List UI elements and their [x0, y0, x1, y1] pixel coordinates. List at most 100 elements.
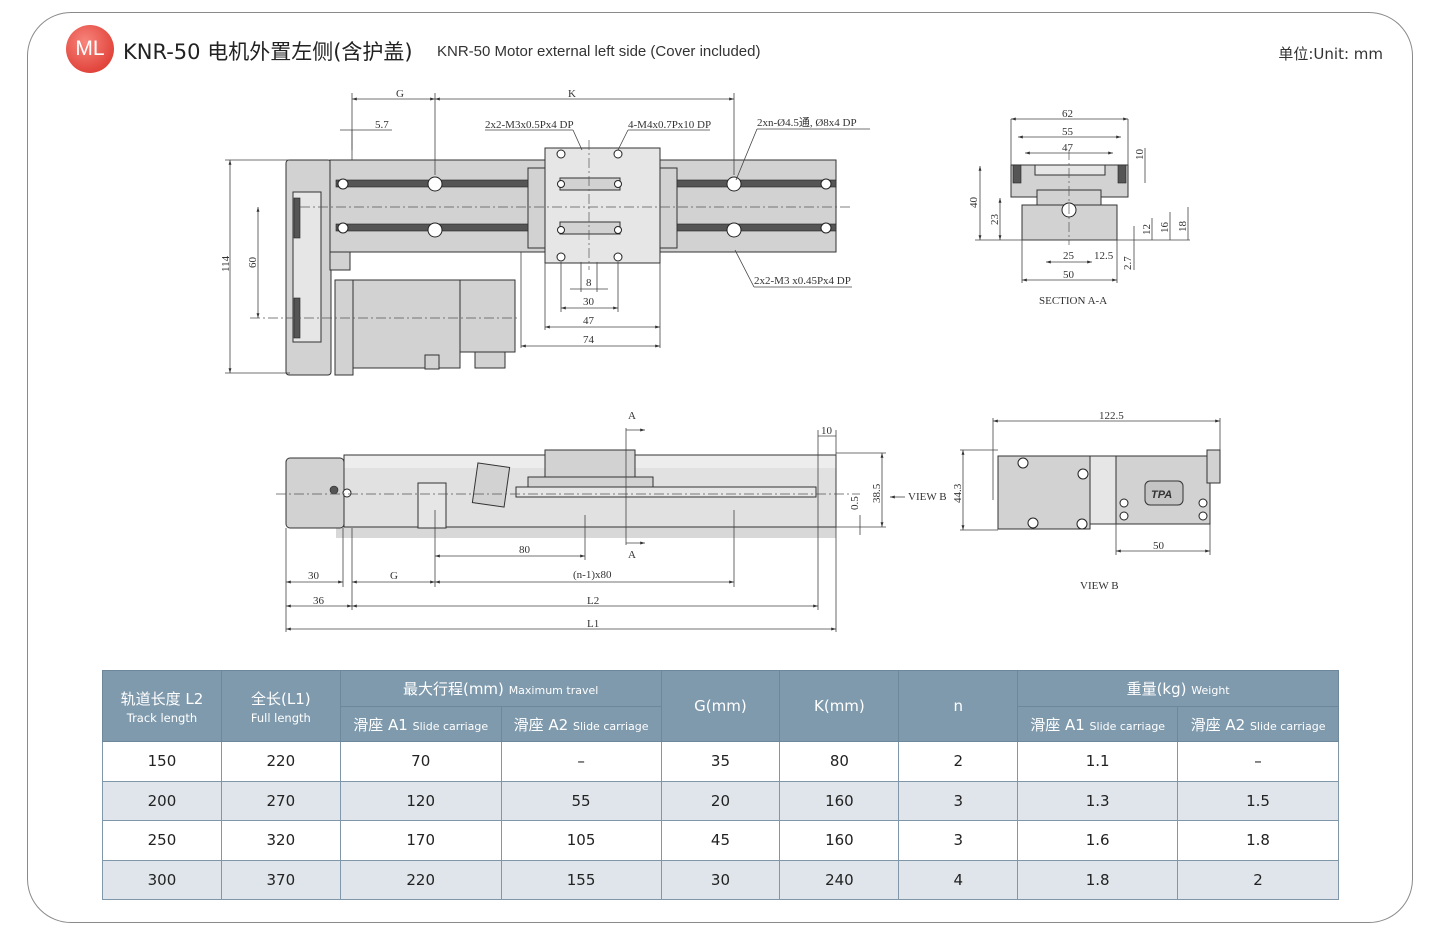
callout-m3-bottom: 2x2-M3 x0.45Px4 DP [754, 275, 851, 287]
table-cell: 1.1 [1017, 741, 1179, 782]
table-cell: 2 [898, 741, 1019, 782]
view-b: TPA 122.5 44.3 50 VIEW B [952, 410, 1221, 592]
view-b-caption: VIEW B [1080, 580, 1119, 592]
table-cell: 120 [339, 780, 502, 821]
side-dim-36: 36 [313, 595, 325, 607]
callout-m3-top: 2x2-M3x0.5Px4 DP [485, 119, 574, 131]
callout-through-hole: 2xn-Ø4.5通, Ø8x4 DP [757, 116, 857, 129]
sec-dim-12-5: 12.5 [1094, 250, 1114, 262]
sec-dim-23: 23 [989, 214, 1001, 226]
dim-5-7: 5.7 [375, 119, 389, 131]
sec-dim-10: 10 [1134, 149, 1146, 161]
sec-dim-40: 40 [968, 197, 980, 209]
table-cell: – [1177, 741, 1339, 782]
table-cell: 220 [339, 859, 502, 900]
side-dim-0-5: 0.5 [849, 496, 861, 510]
vb-dim-50: 50 [1153, 540, 1165, 552]
table-cell: 270 [220, 780, 341, 821]
table-cell: 3 [898, 820, 1019, 861]
sec-dim-25: 25 [1063, 250, 1075, 262]
side-dim-n-80: (n-1)x80 [573, 569, 612, 581]
header-n: n [898, 670, 1019, 742]
table-cell: 4 [898, 859, 1019, 900]
side-dim-l1: L1 [587, 618, 599, 630]
page-frame [27, 12, 1413, 923]
table-cell: 1.8 [1177, 820, 1339, 861]
page-title-en: KNR-50 Motor external left side (Cover i… [437, 43, 761, 60]
side-dim-g: G [390, 570, 398, 582]
table-cell: 1.5 [1177, 780, 1339, 821]
table-cell: 35 [660, 741, 781, 782]
header-full-length: 全长(L1)Full length [220, 670, 341, 742]
table-cell: 155 [500, 859, 662, 900]
table-cell: 220 [220, 741, 341, 782]
sec-dim-62: 62 [1062, 108, 1073, 120]
header-weight-a2: 滑座 A2 Slide carriage [1177, 706, 1339, 742]
table-cell: 55 [500, 780, 662, 821]
sec-dim-16: 16 [1159, 222, 1171, 234]
unit-label: 单位:Unit: mm [1278, 45, 1383, 63]
side-dim-l2: L2 [587, 595, 599, 607]
header-max-travel: 最大行程(mm) Maximum travel [339, 670, 662, 707]
technical-drawing: G K 5.7 2x2-M3x0.5Px4 DP 4-M4x0.7Px10 DP… [220, 88, 1221, 632]
view-b-mark: VIEW B [908, 491, 947, 503]
side-dim-10: 10 [821, 425, 833, 437]
table-cell: 150 [102, 741, 222, 782]
page-title-cn: KNR-50 电机外置左侧(含护盖) [123, 40, 413, 64]
table-cell: 20 [660, 780, 781, 821]
side-view: A A 10 38.5 0.5 VIEW B 80 30 G (n-1)x80 … [276, 410, 947, 632]
table-cell: 1.3 [1017, 780, 1179, 821]
dim-114: 114 [220, 255, 232, 272]
header-g: G(mm) [660, 670, 781, 742]
dim-47: 47 [583, 315, 595, 327]
table-cell: 30 [660, 859, 781, 900]
dim-g: G [396, 88, 404, 100]
dim-74: 74 [583, 334, 595, 346]
top-view: G K 5.7 2x2-M3x0.5Px4 DP 4-M4x0.7Px10 DP… [220, 88, 870, 376]
table-cell: 45 [660, 820, 781, 861]
callout-m4: 4-M4x0.7Px10 DP [628, 119, 711, 131]
sec-dim-47: 47 [1062, 142, 1074, 154]
series-badge: ML [66, 25, 114, 73]
side-dim-80: 80 [519, 544, 531, 556]
section-mark-a-top: A [628, 410, 636, 422]
header-weight-a1: 滑座 A1 Slide carriage [1017, 706, 1179, 742]
table-cell: 160 [779, 820, 900, 861]
table-cell: 80 [779, 741, 900, 782]
table-cell: 370 [220, 859, 341, 900]
side-dim-38-5: 38.5 [871, 483, 883, 503]
sec-dim-50: 50 [1063, 269, 1075, 281]
dim-30: 30 [583, 296, 595, 308]
dim-60: 60 [247, 257, 259, 269]
table-cell: 200 [102, 780, 222, 821]
tpa-logo: TPA [1151, 489, 1172, 501]
table-cell: 240 [779, 859, 900, 900]
table-cell: 250 [102, 820, 222, 861]
section-a-a: 62 55 47 10 40 23 12 16 18 2.7 25 12.5 5… [968, 108, 1190, 307]
sec-dim-12: 12 [1141, 224, 1153, 235]
table-cell: 1.8 [1017, 859, 1179, 900]
table-cell: 70 [339, 741, 502, 782]
table-cell: 160 [779, 780, 900, 821]
table-cell: 105 [500, 820, 662, 861]
vb-dim-122-5: 122.5 [1099, 410, 1124, 422]
table-cell: 1.6 [1017, 820, 1179, 861]
header-travel-a1: 滑座 A1 Slide carriage [339, 706, 502, 742]
table-cell: 2 [1177, 859, 1339, 900]
header-travel-a2: 滑座 A2 Slide carriage [500, 706, 662, 742]
sec-dim-18: 18 [1177, 221, 1189, 233]
table-cell: 320 [220, 820, 341, 861]
sec-dim-2-7: 2.7 [1122, 256, 1134, 270]
table-cell: 300 [102, 859, 222, 900]
vb-dim-44-3: 44.3 [952, 483, 964, 503]
header-k: K(mm) [779, 670, 900, 742]
dim-8: 8 [586, 277, 592, 289]
sec-dim-55: 55 [1062, 126, 1074, 138]
header-weight: 重量(kg) Weight [1017, 670, 1339, 707]
